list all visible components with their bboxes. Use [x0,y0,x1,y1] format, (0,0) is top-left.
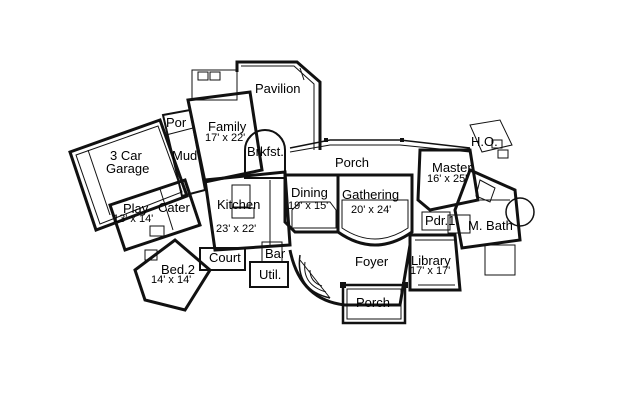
room-label-por: Por [166,115,187,130]
room-size-bed2: 14' x 14' [151,274,192,286]
room-label-family: Family [208,119,247,134]
room-size-gathering: 20' x 24' [351,204,392,216]
room-label-porch-rear: Porch [335,155,369,170]
room-label-bed2: Bed.2 [161,262,195,277]
library-walls [408,233,462,292]
court-util-walls [133,238,289,312]
foyer-walls [288,244,412,307]
room-label-ho: H.O. [471,134,498,149]
dining-gathering-walls [283,173,414,247]
room-label-kitchen: Kitchen [217,197,261,212]
room-label-cater: Cater [158,200,190,215]
family-pavilion-walls [186,60,322,184]
room-label-brkfst: Brkfst. [247,144,284,159]
room-label-dining: Dining [291,185,328,200]
room-label-play: Play [123,201,149,216]
room-label-master: Master [432,160,472,175]
master-wing-walls [416,119,535,276]
room-label-pavilion: Pavilion [255,81,301,96]
kitchen-walls [203,170,292,252]
room-label-garage-line2: Garage [106,161,150,176]
room-label-library: Library [411,253,451,268]
room-size-kitchen: 23' x 22' [216,223,257,235]
room-label-foyer: Foyer [355,254,389,269]
room-size-play: 13' x 14' [113,213,154,225]
room-label-court: Court [209,250,241,265]
room-label-gathering: Gathering [342,187,400,202]
front-porch-walls [340,282,408,325]
room-size-library: 17' x 17' [410,265,451,277]
play-wing-walls [108,108,207,252]
room-label-garage-line1: 3 Car [110,148,142,163]
room-size-master: 16' x 25' [427,173,468,185]
room-label-pdr: Pdr.1 [425,213,456,228]
room-label-util: Util. [259,267,282,282]
room-label-porch-front: Porch [356,295,390,310]
room-label-bar: Bar [265,246,286,261]
room-label-mbath: M. Bath [468,218,513,233]
room-label-mud: Mud [172,148,198,163]
room-size-dining: 19' x 15' [288,200,329,212]
room-size-family: 17' x 22' [205,132,246,144]
